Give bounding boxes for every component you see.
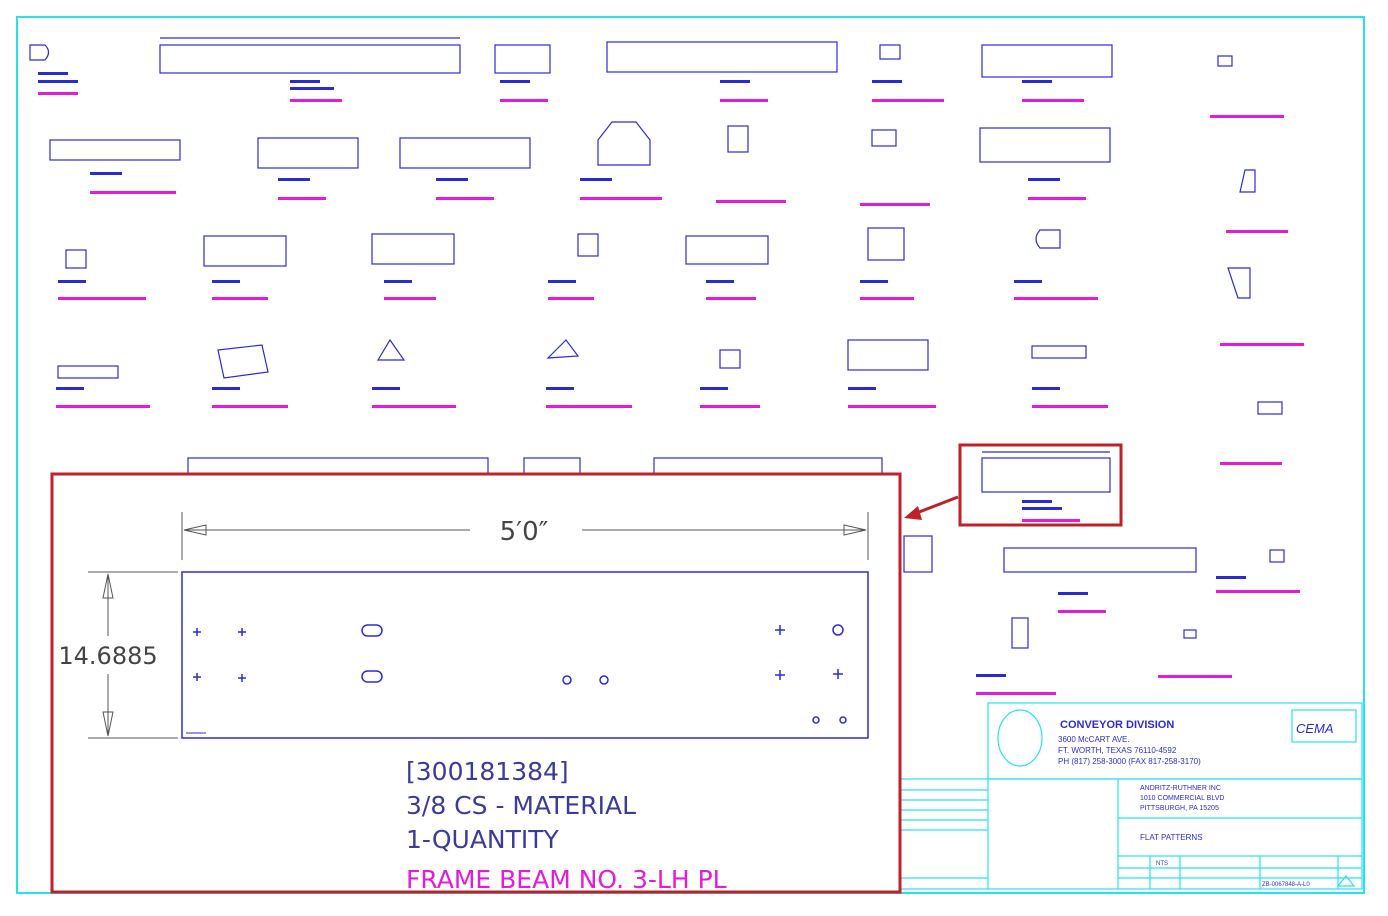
title-block [899, 702, 1363, 890]
zoom-quantity: 1-QUANTITY [406, 825, 560, 854]
thumbnail-part-numbers [38, 72, 1246, 677]
zoom-part-name: FRAME BEAM NO. 3-LH PL [406, 865, 727, 894]
title-block-scale: NTS [1156, 861, 1168, 867]
title-block-customer-address1: 1010 COMMERCIAL BLVD [1140, 795, 1224, 802]
callout-arrowhead [904, 506, 922, 520]
title-block-phone: PH (817) 258-3000 (FAX 817-258-3170) [1058, 757, 1201, 766]
callout-arrow [913, 495, 959, 516]
thumbnail-labels [38, 92, 1304, 695]
callout-highlight-box [958, 443, 1123, 527]
title-block-title: FLAT PATTERNS [1140, 833, 1203, 842]
zoom-dimension-height [88, 571, 178, 739]
title-block-customer: ANDRITZ-RUTHNER INC [1140, 785, 1221, 792]
title-block-address2: FT. WORTH, TEXAS 76110-4592 [1058, 746, 1177, 755]
title-block-customer-address2: PITTSBURGH, PA 15205 [1140, 805, 1219, 812]
zoom-part-number: [300181384] [406, 757, 569, 786]
zoom-material: 3/8 CS - MATERIAL [406, 791, 636, 820]
zoom-part-outline [181, 571, 869, 739]
title-block-address1: 3600 McCART AVE. [1058, 735, 1130, 744]
zoom-height-dimension-label: 14.6885 [58, 642, 157, 670]
title-block-company: CONVEYOR DIVISION [1060, 719, 1174, 731]
zoom-inset-frame [50, 472, 902, 894]
zoom-width-dimension-label: 5′0″ [500, 517, 549, 547]
title-block-logo: CEMA [1296, 721, 1334, 736]
title-block-drawing-number: ZB-0067848-A-L0 [1262, 882, 1310, 888]
zoom-dimension-width [181, 512, 869, 560]
